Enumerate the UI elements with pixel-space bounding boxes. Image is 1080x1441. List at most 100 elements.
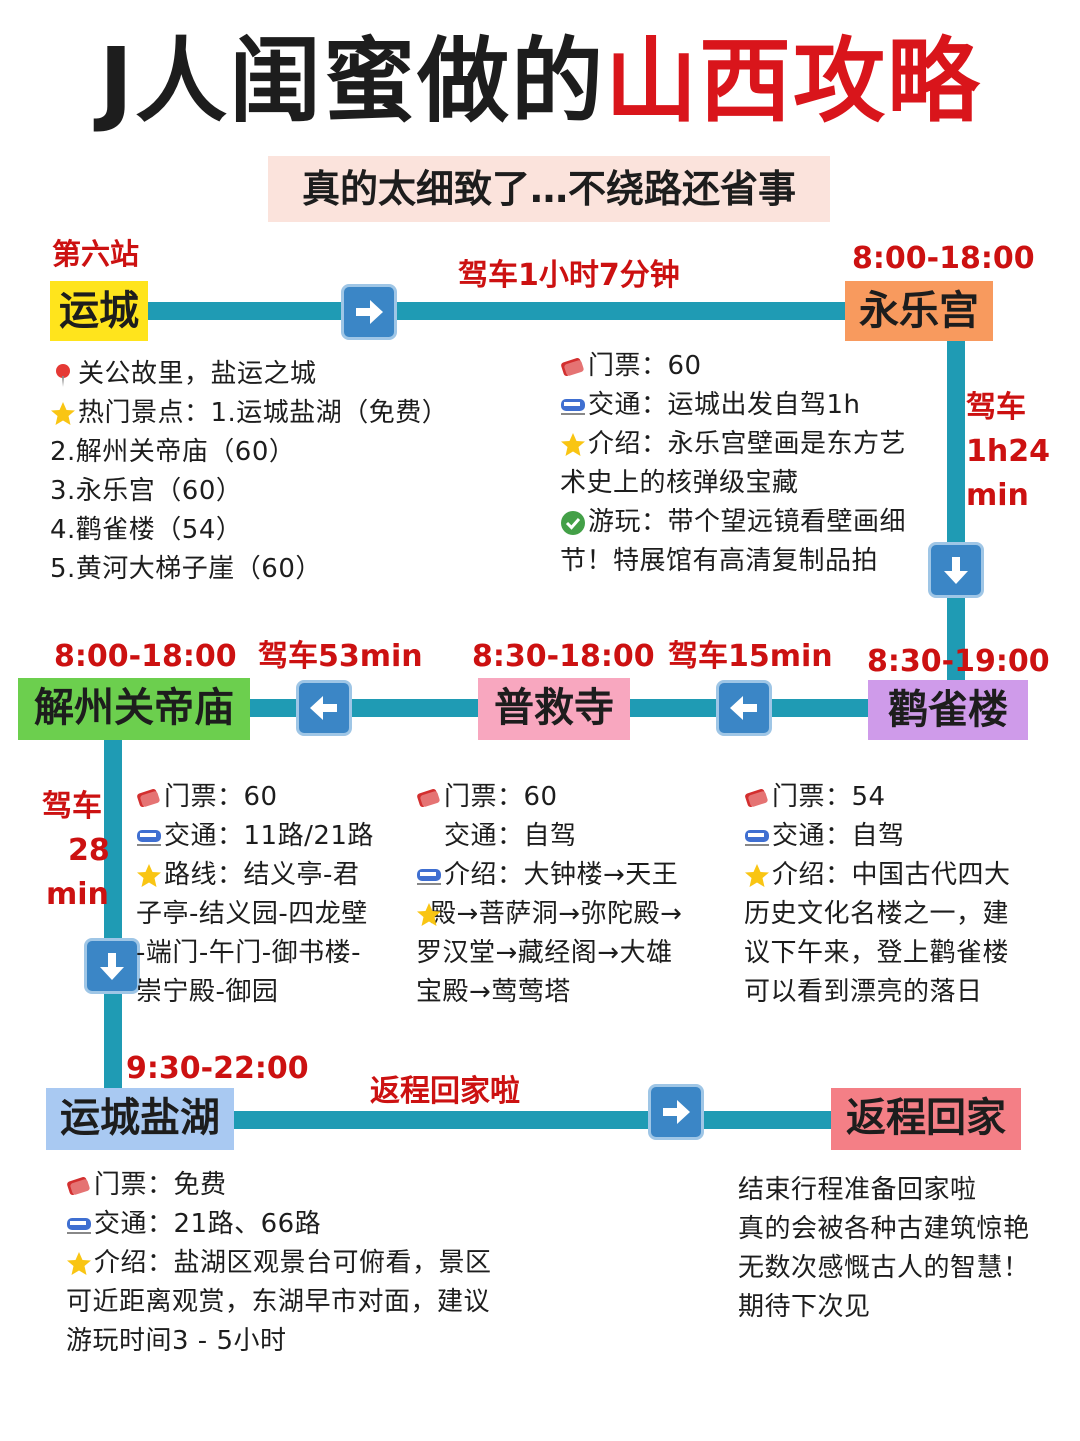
yanhu-intro-1: 介绍：盐湖区观景台可俯看，景区 — [94, 1248, 492, 1278]
pujiu-transport: 交通：自驾 — [444, 821, 577, 851]
station-guanque: 鹳雀楼 — [868, 680, 1028, 740]
jiezhou-ticket: 门票：60 — [164, 782, 278, 812]
station-pujiu: 普救寺 — [478, 678, 630, 740]
yuncheng-info: 关公故里，盐运之城 热门景点：1.运城盐湖（免费） 2.解州关帝庙（60） 3.… — [50, 355, 448, 589]
train-icon — [66, 1212, 92, 1238]
yongle-info: 门票：60 交通：运城出发自驾1h 介绍：永乐宫壁画是东方艺 术史上的核弹级宝藏… — [560, 347, 906, 581]
jiezhou-info: 门票：60 交通：11路/21路 路线：结义亭-君 子亭-结义园-四龙壁 -端门… — [136, 778, 374, 1012]
ticket-icon — [560, 354, 586, 380]
arrow-right-icon — [648, 1084, 704, 1140]
jiezhou-route-1: 路线：结义亭-君 — [164, 860, 360, 890]
arrow-down-icon — [928, 542, 984, 598]
yanhu-transport: 交通：21路、66路 — [94, 1209, 322, 1239]
yongle-play-2: 节！特展馆有高清复制品拍 — [560, 546, 879, 576]
station-home: 返程回家 — [831, 1088, 1021, 1150]
guanque-intro-2: 历史文化名楼之一，建 — [744, 899, 1010, 929]
star-icon — [50, 401, 76, 427]
train-icon — [560, 393, 586, 419]
guanque-ticket: 门票：54 — [772, 782, 886, 812]
yongle-intro-1: 介绍：永乐宫壁画是东方艺 — [588, 429, 907, 459]
yanhu-intro-2: 可近距离观赏，东湖早市对面，建议 — [66, 1287, 491, 1317]
track-line-right — [947, 338, 965, 684]
track-line-left — [104, 738, 122, 1094]
station-yongle-hours: 8:00-18:00 — [852, 241, 1035, 276]
drive-to-pujiu: 驾车15min — [668, 639, 833, 674]
subtitle: 真的太细致了…不绕路还省事 — [301, 167, 796, 211]
station-guanque-hours: 8:30-19:00 — [867, 644, 1050, 679]
drive-to-guanque-2: 1h24 — [966, 434, 1050, 469]
station-tag: 第六站 — [52, 237, 140, 271]
drive-to-yanhu-1: 驾车 — [42, 789, 102, 824]
page-title: J人闺蜜做的山西攻略 — [0, 22, 1080, 142]
drive-to-jiezhou: 驾车53min — [258, 639, 423, 674]
drive-to-guanque-1: 驾车 — [966, 390, 1026, 425]
arrow-left-icon — [296, 680, 352, 736]
star-icon — [136, 863, 162, 889]
guanque-transport: 交通：自驾 — [772, 821, 905, 851]
yanhu-ticket: 门票：免费 — [94, 1170, 227, 1200]
subtitle-background — [268, 156, 830, 222]
blank-spacer — [416, 824, 442, 850]
ticket-icon — [416, 785, 442, 811]
star-icon — [560, 432, 586, 458]
drive-to-guanque-3: min — [966, 478, 1029, 513]
pujiu-intro-2: 殿→菩萨洞→弥陀殿→ — [430, 899, 683, 929]
yongle-ticket: 门票：60 — [588, 351, 702, 381]
home-line-1: 结束行程准备回家啦 — [738, 1175, 977, 1205]
yanhu-intro-3: 游玩时间3 - 5小时 — [66, 1326, 287, 1356]
jiezhou-route-4: 崇宁殿-御园 — [136, 977, 279, 1007]
yuncheng-line-6: 5.黄河大梯子崖（60） — [50, 554, 322, 584]
track-line-bottom — [230, 1111, 835, 1129]
station-yongle: 永乐宫 — [845, 281, 993, 341]
yuncheng-line-4: 3.永乐宫（60） — [50, 476, 243, 506]
station-yanhu-hours: 9:30-22:00 — [126, 1051, 309, 1086]
train-icon — [416, 863, 442, 889]
guanque-intro-4: 可以看到漂亮的落日 — [744, 977, 983, 1007]
star-icon — [66, 1251, 92, 1277]
ticket-icon — [136, 785, 162, 811]
yuncheng-line-5: 4.鹳雀楼（54） — [50, 515, 243, 545]
yongle-transport: 交通：运城出发自驾1h — [588, 390, 861, 420]
drive-to-home: 返程回家啦 — [370, 1074, 520, 1109]
ticket-icon — [66, 1173, 92, 1199]
ticket-icon — [744, 785, 770, 811]
arrow-down-icon — [84, 938, 140, 994]
station-pujiu-hours: 8:30-18:00 — [472, 639, 655, 674]
yuncheng-line-1: 关公故里，盐运之城 — [78, 359, 317, 389]
yanhu-info: 门票：免费 交通：21路、66路 介绍：盐湖区观景台可俯看，景区 可近距离观赏，… — [66, 1166, 492, 1361]
station-yuncheng: 运城 — [50, 281, 148, 341]
title-red-part: 山西攻略 — [605, 28, 982, 135]
arrow-left-icon — [716, 680, 772, 736]
pujiu-info: 门票：60 交通：自驾 介绍：大钟楼→天王 殿→菩萨洞→弥陀殿→ 罗汉堂→藏经阁… — [416, 778, 682, 1012]
track-line-top — [145, 302, 860, 320]
station-jiezhou-hours: 8:00-18:00 — [54, 639, 237, 674]
jiezhou-route-3: -端门-午门-御书楼- — [136, 938, 362, 968]
drive-to-yanhu-3: min — [46, 877, 109, 912]
drive-to-yanhu-2: 28 — [68, 833, 110, 868]
jiezhou-route-2: 子亭-结义园-四龙壁 — [136, 899, 368, 929]
station-jiezhou: 解州关帝庙 — [18, 678, 250, 740]
pujiu-intro-1: 介绍：大钟楼→天王 — [444, 860, 679, 890]
home-line-4: 期待下次见 — [738, 1292, 871, 1322]
star-icon — [744, 863, 770, 889]
title-dark-part: J人闺蜜做的 — [98, 28, 606, 135]
yuncheng-line-2: 热门景点：1.运城盐湖（免费） — [78, 398, 449, 428]
train-icon — [744, 824, 770, 850]
pujiu-intro-3: 罗汉堂→藏经阁→大雄 — [416, 938, 673, 968]
arrow-right-icon — [341, 284, 397, 340]
guanque-intro-3: 议下午来，登上鹳雀楼 — [744, 938, 1010, 968]
drive-to-yongle: 驾车1小时7分钟 — [458, 258, 680, 293]
yongle-intro-2: 术史上的核弹级宝藏 — [560, 468, 799, 498]
station-yanhu: 运城盐湖 — [46, 1088, 234, 1150]
pin-icon — [50, 362, 76, 388]
yongle-play-1: 游玩：带个望远镜看壁画细 — [588, 507, 907, 537]
check-icon — [560, 510, 586, 536]
guanque-info: 门票：54 交通：自驾 介绍：中国古代四大 历史文化名楼之一，建 议下午来，登上… — [744, 778, 1011, 1012]
pujiu-ticket: 门票：60 — [444, 782, 558, 812]
pujiu-intro-4: 宝殿→莺莺塔 — [416, 977, 571, 1007]
star-icon — [416, 902, 442, 928]
guanque-intro-1: 介绍：中国古代四大 — [772, 860, 1011, 890]
yuncheng-line-3: 2.解州关帝庙（60） — [50, 437, 296, 467]
home-line-3: 无数次感慨古人的智慧！ — [738, 1253, 1030, 1283]
train-icon — [136, 824, 162, 850]
